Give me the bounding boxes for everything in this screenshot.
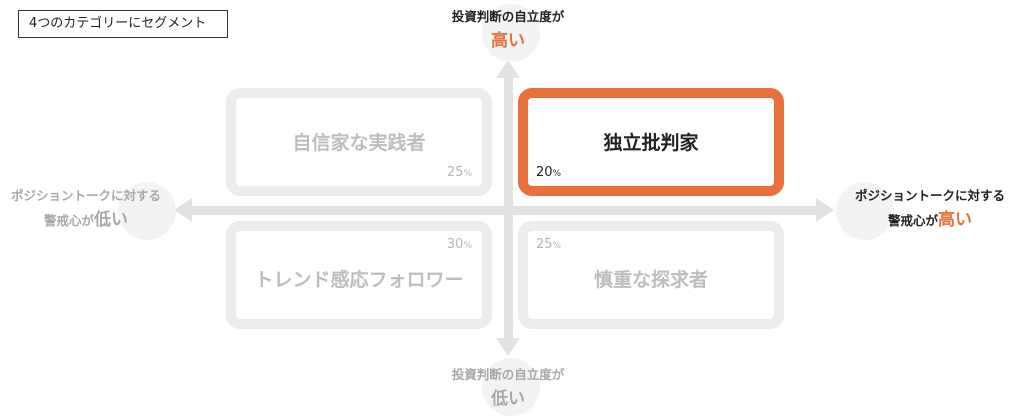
- right-axis-label-emphasis: 高い: [938, 210, 972, 230]
- bottom-arrowhead: [496, 338, 520, 356]
- bottom-axis-label-line1: 投資判断の自立度が: [451, 367, 565, 382]
- quadrant-name: 独立批判家: [603, 132, 699, 154]
- quadrant-percent: 25%: [536, 237, 562, 252]
- vertical-axis: [504, 76, 513, 340]
- bottom-label-circle: [482, 358, 540, 416]
- right-axis-label-line2: 警戒心が: [887, 213, 938, 228]
- top-label-circle: [482, 4, 540, 62]
- quadrant-bottom-right: 慎重な探求者 25%: [518, 221, 784, 329]
- left-axis-label: ポジショントークに対する 警戒心が低い: [0, 187, 172, 230]
- quadrant-percent: 20%: [536, 165, 562, 180]
- top-axis-label: 投資判断の自立度が 高い: [408, 8, 608, 51]
- left-axis-label-line1: ポジショントークに対する: [10, 188, 161, 203]
- left-axis-label-line2: 警戒心が: [43, 213, 94, 228]
- right-label-circle: [836, 182, 894, 240]
- quadrant-bottom-left: トレンド感応フォロワー 30%: [226, 221, 492, 329]
- quadrant-top-right: 独立批判家 20%: [518, 88, 784, 196]
- left-arrowhead: [174, 198, 192, 222]
- left-label-circle: [118, 182, 176, 240]
- segment-tag: 4つのカテゴリーにセグメント: [18, 10, 228, 38]
- top-axis-label-line1: 投資判断の自立度が: [451, 9, 565, 24]
- quadrant-name: トレンド感応フォロワー: [254, 269, 464, 291]
- right-axis-label-line1: ポジショントークに対する: [854, 188, 1005, 203]
- quadrant-percent: 25%: [446, 165, 472, 180]
- top-arrowhead: [496, 60, 520, 78]
- quadrant-percent: 30%: [446, 237, 472, 252]
- top-axis-label-emphasis: 高い: [491, 31, 525, 51]
- quadrant-name: 自信家な実践者: [292, 132, 426, 154]
- right-arrowhead: [816, 198, 834, 222]
- quadrant-top-left: 自信家な実践者 25%: [226, 88, 492, 196]
- quadrant-name: 慎重な探求者: [593, 269, 708, 291]
- bottom-axis-label: 投資判断の自立度が 低い: [408, 366, 608, 409]
- bottom-axis-label-emphasis: 低い: [491, 389, 525, 409]
- left-axis-label-emphasis: 低い: [94, 210, 128, 230]
- right-axis-label: ポジショントークに対する 警戒心が高い: [842, 187, 1018, 230]
